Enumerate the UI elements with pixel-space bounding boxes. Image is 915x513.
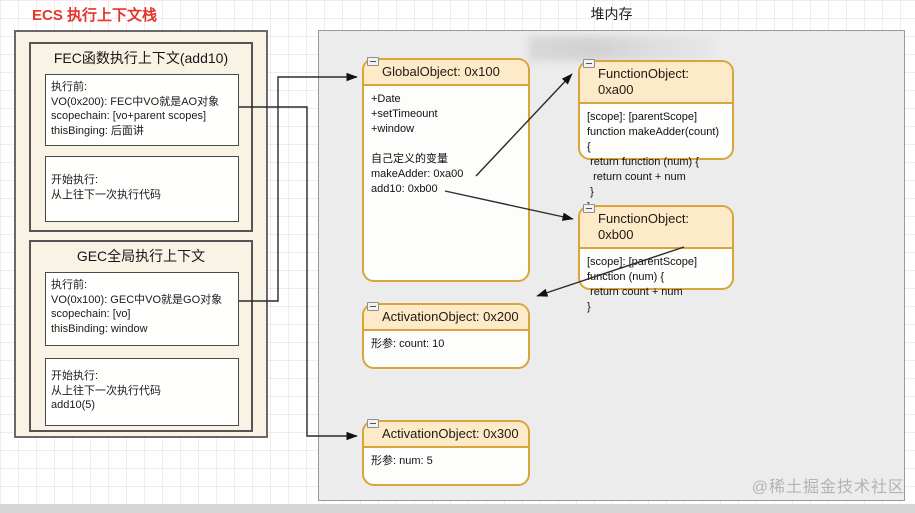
- global-object-header: GlobalObject: 0x100: [364, 57, 528, 86]
- activation-object-0x300-header: ActivationObject: 0x300: [364, 419, 528, 448]
- node-title: ActivationObject: 0x200: [382, 309, 519, 324]
- collapse-icon[interactable]: [583, 204, 595, 213]
- function-object-0xb00-node: FunctionObject: 0xb00 [scope]: [parentSc…: [578, 204, 734, 313]
- activation-object-0x300-node: ActivationObject: 0x300 形参: num: 5: [362, 419, 530, 486]
- node-title: FunctionObject: 0xa00: [598, 66, 690, 97]
- activation-object-0x200-header: ActivationObject: 0x200: [364, 302, 528, 331]
- node-title: FunctionObject: 0xb00: [598, 211, 690, 242]
- global-object-node: GlobalObject: 0x100 +Date +setTimeount +…: [362, 57, 530, 282]
- collapse-icon[interactable]: [367, 57, 379, 66]
- function-object-0xa00-node: FunctionObject: 0xa00 [scope]: [parentSc…: [578, 59, 734, 213]
- fec-start-box: 开始执行: 从上往下一次执行代码: [45, 156, 239, 222]
- ecs-stack-title: ECS 执行上下文栈: [32, 7, 158, 24]
- global-object-body: +Date +setTimeount +window 自己定义的变量 makeA…: [371, 93, 464, 195]
- gec-context-box: GEC全局执行上下文 执行前: VO(0x100): GEC中VO就是GO对象 …: [29, 240, 253, 432]
- heap-memory-title: 堆内存: [590, 6, 633, 22]
- collapse-icon[interactable]: [367, 302, 379, 311]
- blurred-region: [528, 36, 713, 61]
- activation-object-0x200-node: ActivationObject: 0x200 形参: count: 10: [362, 302, 530, 369]
- node-title: ActivationObject: 0x300: [382, 426, 519, 441]
- ecs-stack-panel: FEC函数执行上下文(add10) 执行前: VO(0x200): FEC中VO…: [14, 30, 268, 438]
- function-object-0xa00-header: FunctionObject: 0xa00: [580, 59, 732, 104]
- fec-context-box: FEC函数执行上下文(add10) 执行前: VO(0x200): FEC中VO…: [29, 42, 253, 232]
- activation-object-0x300-body: 形参: num: 5: [371, 455, 433, 467]
- gec-start-box: 开始执行: 从上往下一次执行代码 add10(5): [45, 358, 239, 426]
- activation-object-0x200-body: 形参: count: 10: [371, 338, 445, 350]
- gec-before-box: 执行前: VO(0x100): GEC中VO就是GO对象 scopechain:…: [45, 272, 239, 346]
- collapse-icon[interactable]: [367, 419, 379, 428]
- function-object-0xb00-body: [scope]: [parentScope] function (num) { …: [587, 256, 698, 313]
- fec-context-title: FEC函数执行上下文(add10): [53, 50, 229, 66]
- function-object-0xb00-header: FunctionObject: 0xb00: [580, 204, 732, 249]
- collapse-icon[interactable]: [583, 59, 595, 68]
- watermark: @稀土掘金技术社区: [751, 479, 905, 496]
- node-title: GlobalObject: 0x100: [382, 64, 500, 79]
- fec-before-box: 执行前: VO(0x200): FEC中VO就是AO对象 scopechain:…: [45, 74, 239, 146]
- gec-context-title: GEC全局执行上下文: [76, 248, 206, 264]
- bottom-edge-strip: [0, 504, 915, 513]
- function-object-0xa00-body: [scope]: [parentScope] function makeAdde…: [587, 111, 720, 213]
